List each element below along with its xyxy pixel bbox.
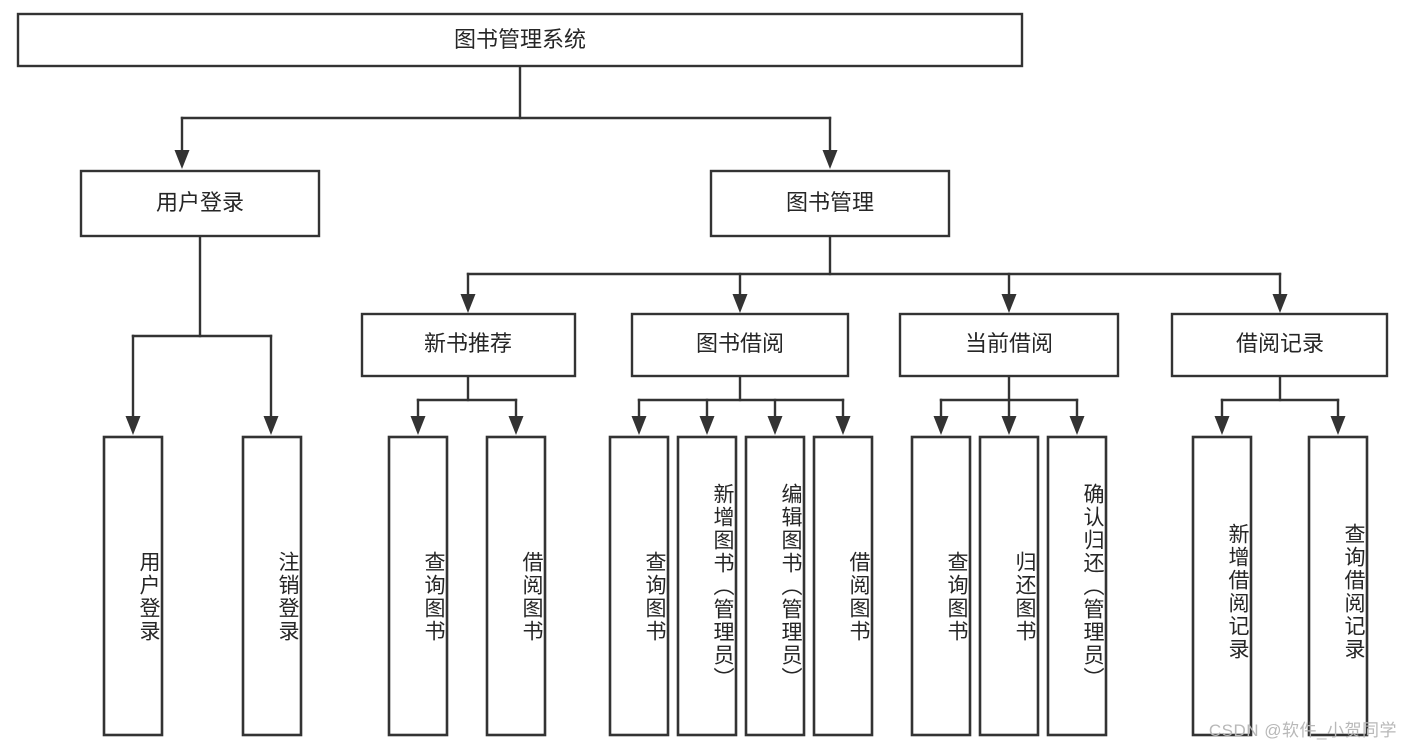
leaf-book-borrow-1[interactable]: 新增图书（管理员） [676,435,738,737]
arrow-to-leaf-book-borrow-1 [699,416,715,435]
leaf-user-login-1-label: 注销登录 [276,551,299,643]
leaf-book-borrow-0-box[interactable] [608,435,670,737]
arrow-to-leaf-new-book-1 [508,416,524,435]
leaf-new-book-recommend-1-box[interactable] [485,435,547,737]
connector-group-new-book-recommend [410,374,524,435]
node-new-book-recommend-label: 新书推荐 [424,331,512,356]
node-book-borrow[interactable]: 图书借阅 [630,312,850,378]
leaf-current-borrow-1[interactable]: 归还图书 [978,435,1040,737]
node-new-book-recommend[interactable]: 新书推荐 [360,312,577,378]
leaf-borrow-record-1-label: 查询借阅记录 [1342,523,1365,661]
node-current-borrow[interactable]: 当前借阅 [898,312,1120,378]
leaf-user-login-0-box[interactable] [102,435,164,737]
leaf-user-login-1[interactable]: 注销登录 [241,435,303,737]
connector-group-current-borrow [933,374,1085,435]
leaf-current-borrow-0-box[interactable] [910,435,972,737]
node-book-manage[interactable]: 图书管理 [709,169,951,238]
leaf-book-borrow-2-box[interactable] [744,435,806,737]
leaf-book-borrow-2[interactable]: 编辑图书（管理员） [744,435,806,737]
arrow-to-user-login [174,150,190,169]
arrow-to-current-borrow [1001,294,1017,313]
arrow-to-leaf-borrow-record-0 [1214,416,1230,435]
node-borrow-record-label: 借阅记录 [1236,331,1324,356]
arrow-to-borrow-record [1272,294,1288,313]
leaf-current-borrow-2[interactable]: 确认归还（管理员） [1046,435,1108,737]
leaf-current-borrow-0-label: 查询图书 [945,551,968,643]
leaf-new-book-recommend-1-label: 借阅图书 [520,551,543,643]
leaf-borrow-record-1-box[interactable] [1307,435,1369,737]
leaf-new-book-recommend-0-box[interactable] [387,435,449,737]
leaf-new-book-recommend-0-label: 查询图书 [422,551,445,643]
leaf-current-borrow-2-label: 确认归还（管理员） [1081,482,1104,690]
arrow-to-leaf-user-login-1 [263,416,279,435]
arrow-to-leaf-user-login-0 [125,416,141,435]
arrow-to-leaf-borrow-record-1 [1330,416,1346,435]
arrow-to-book-manage [822,150,838,169]
arrow-to-leaf-book-borrow-0 [631,416,647,435]
connector-group-user-login [125,234,279,435]
arrow-to-leaf-new-book-0 [410,416,426,435]
node-book-borrow-label: 图书借阅 [696,331,784,356]
connector-group-book-manage [460,234,1288,313]
leaf-current-borrow-1-box[interactable] [978,435,1040,737]
leaf-borrow-record-0-label: 新增借阅记录 [1226,523,1249,661]
node-book-manage-box[interactable] [709,169,951,238]
arrow-to-leaf-book-borrow-2 [767,416,783,435]
leaf-user-login-1-box[interactable] [241,435,303,737]
arrow-to-leaf-book-borrow-3 [835,416,851,435]
leaf-current-borrow-1-label: 归还图书 [1013,551,1036,643]
leaf-user-login-0[interactable]: 用户登录 [102,435,164,737]
node-book-manage-label: 图书管理 [786,190,874,215]
leaf-user-login-0-label: 用户登录 [137,551,160,643]
node-user-login-box[interactable] [79,169,321,238]
leaf-borrow-record-0-box[interactable] [1191,435,1253,737]
leaf-book-borrow-1-box[interactable] [676,435,738,737]
arrow-to-leaf-current-borrow-1 [1001,416,1017,435]
node-root-system-label: 图书管理系统 [454,27,586,52]
node-new-book-recommend-box[interactable] [360,312,577,378]
leaf-new-book-recommend-1[interactable]: 借阅图书 [485,435,547,737]
node-current-borrow-label: 当前借阅 [965,331,1053,356]
connector-group-book-borrow [631,374,851,435]
leaf-borrow-record-1[interactable]: 查询借阅记录 [1307,435,1369,737]
node-book-borrow-box[interactable] [630,312,850,378]
leaf-current-borrow-0[interactable]: 查询图书 [910,435,972,737]
leaf-book-borrow-3[interactable]: 借阅图书 [812,435,874,737]
leaf-book-borrow-0-label: 查询图书 [643,551,666,643]
arrow-to-leaf-current-borrow-0 [933,416,949,435]
connector-group-root [174,64,838,169]
node-borrow-record[interactable]: 借阅记录 [1170,312,1389,378]
leaf-book-borrow-0[interactable]: 查询图书 [608,435,670,737]
leaf-new-book-recommend-0[interactable]: 查询图书 [387,435,449,737]
leaf-book-borrow-1-label: 新增图书（管理员） [711,482,734,690]
arrow-to-leaf-current-borrow-2 [1069,416,1085,435]
node-user-login-label: 用户登录 [156,190,244,215]
node-root-system-box[interactable] [16,12,1024,68]
node-current-borrow-box[interactable] [898,312,1120,378]
leaf-borrow-record-0[interactable]: 新增借阅记录 [1191,435,1253,737]
leaf-book-borrow-3-box[interactable] [812,435,874,737]
connector-group-borrow-record [1214,374,1346,435]
leaf-current-borrow-2-box[interactable] [1046,435,1108,737]
node-borrow-record-box[interactable] [1170,312,1389,378]
node-root-system[interactable]: 图书管理系统 [16,12,1024,68]
leaf-book-borrow-3-label: 借阅图书 [847,551,870,643]
node-user-login[interactable]: 用户登录 [79,169,321,238]
arrow-to-book-borrow [732,294,748,313]
arrow-to-new-book-recommend [460,294,476,313]
leaf-book-borrow-2-label: 编辑图书（管理员） [779,482,802,690]
